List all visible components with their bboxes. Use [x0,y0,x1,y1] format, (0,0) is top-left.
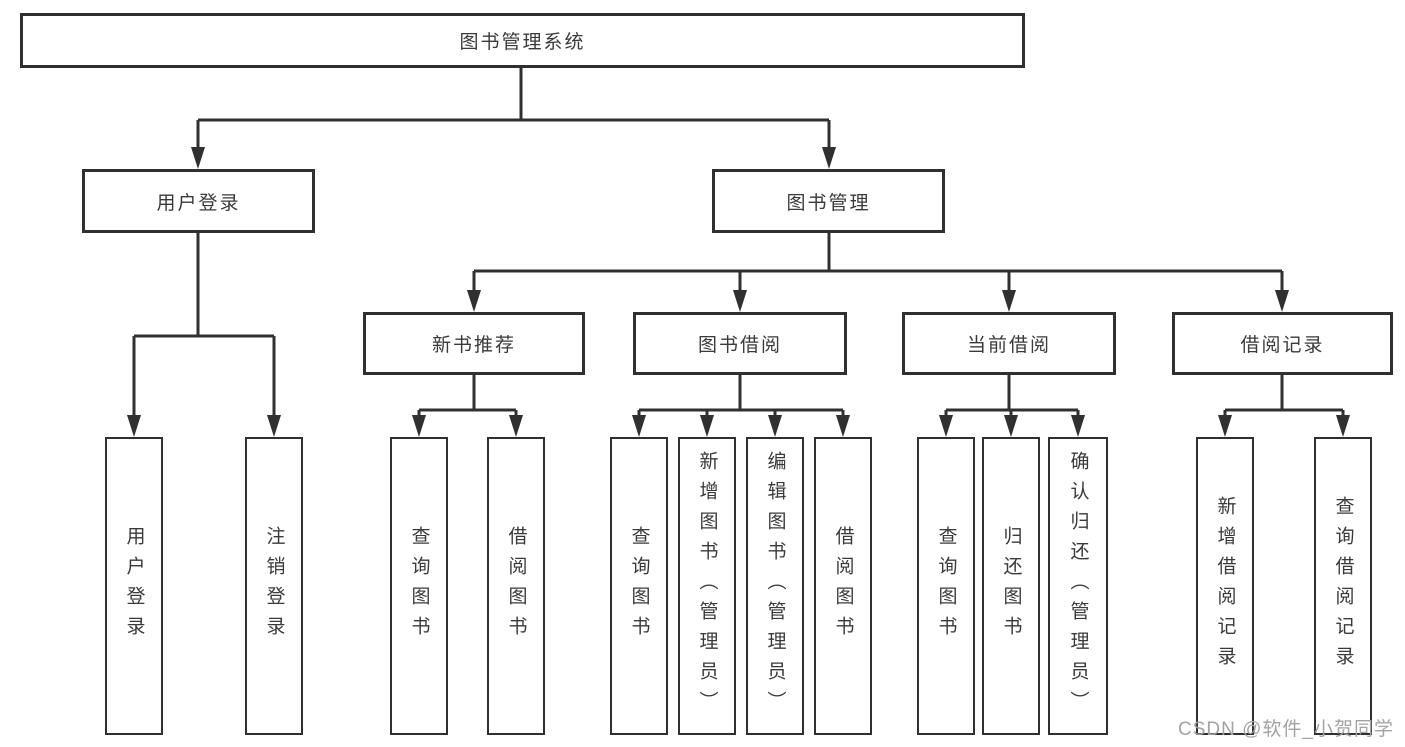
node-leaf-query-books-recommend: 查询图书 [390,437,448,735]
node-book-borrowing: 图书借阅 [633,312,847,375]
node-label: 新增借阅记录 [1214,496,1236,676]
node-label: 图书借阅 [697,335,782,356]
node-label: 编辑图书（管理员） [764,451,786,721]
node-label: 用户登录 [123,526,145,646]
node-borrowing-records: 借阅记录 [1172,312,1393,375]
node-label: 注销登录 [263,526,285,646]
node-leaf-logout: 注销登录 [245,437,303,735]
node-label: 查询图书 [628,526,650,646]
node-leaf-confirm-return-admin: 确认归还（管理员） [1048,437,1108,735]
node-label: 查询图书 [408,526,430,646]
node-leaf-add-borrow-record: 新增借阅记录 [1196,437,1254,735]
node-label: 借阅记录 [1240,335,1325,356]
node-leaf-query-borrow-record: 查询借阅记录 [1314,437,1372,735]
node-book-management-system: 图书管理系统 [20,13,1025,68]
node-label: 归还图书 [1000,526,1022,646]
node-label: 图书管理 [786,192,871,214]
node-label: 借阅图书 [832,526,854,646]
node-label: 查询借阅记录 [1332,496,1354,676]
node-leaf-query-books-borrowing: 查询图书 [610,437,668,735]
node-leaf-edit-books-admin: 编辑图书（管理员） [746,437,804,735]
node-book-management: 图书管理 [712,169,945,233]
csdn-watermark: CSDN @软件_小贺同学 [1178,719,1394,740]
node-label: 借阅图书 [505,526,527,646]
node-label: 新增图书（管理员） [696,451,718,721]
node-leaf-user-login: 用户登录 [105,437,163,735]
node-label: 确认归还（管理员） [1067,451,1089,721]
node-leaf-borrow-books-borrowing: 借阅图书 [814,437,872,735]
node-label: 用户登录 [156,192,241,214]
node-label: 新书推荐 [431,335,516,356]
node-leaf-add-books-admin: 新增图书（管理员） [678,437,736,735]
node-leaf-query-books-current: 查询图书 [917,437,975,735]
node-leaf-borrow-books-recommend: 借阅图书 [487,437,545,735]
node-label: 当前借阅 [966,335,1051,356]
node-label: 图书管理系统 [459,32,586,53]
node-current-borrowing: 当前借阅 [902,312,1116,375]
node-user-login: 用户登录 [82,169,315,233]
node-label: 查询图书 [935,526,957,646]
node-new-book-recommendation: 新书推荐 [363,312,585,375]
node-leaf-return-books: 归还图书 [982,437,1040,735]
